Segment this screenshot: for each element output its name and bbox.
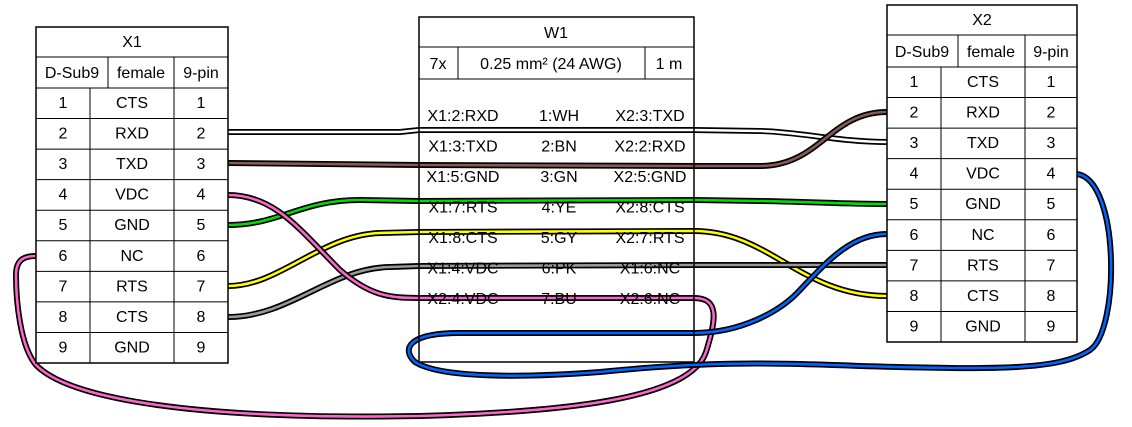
wire-left-label: X2:4:VDC — [427, 291, 498, 308]
x2-pin-label: GND — [965, 318, 1001, 335]
x2-pin-label: VDC — [966, 166, 1000, 183]
x1-pin-number: 8 — [197, 309, 206, 326]
x1-pin-label: GND — [114, 339, 150, 356]
x1-pin-number: 1 — [197, 95, 206, 112]
x2-pin-number: 5 — [910, 196, 919, 213]
x2-pin-number: 9 — [910, 318, 919, 335]
wire-right-label: X2:5:GND — [614, 169, 687, 186]
x2-pin-number: 7 — [910, 257, 919, 274]
x2-pin-number: 6 — [910, 227, 919, 244]
w1-gauge: 0.25 mm² (24 AWG) — [480, 56, 622, 73]
wire-right-label: X2:6:NC — [620, 291, 680, 308]
x2-pin-number: 9 — [1047, 318, 1056, 335]
x2-pin-number: 5 — [1047, 196, 1056, 213]
x1-pin-number: 3 — [59, 156, 68, 173]
x2-gender: female — [967, 44, 1015, 61]
x1-pin-number: 1 — [59, 95, 68, 112]
x2-pin-label: RXD — [966, 105, 1000, 122]
x2-pin-number: 1 — [910, 74, 919, 91]
x1-pin-label: GND — [114, 217, 150, 234]
x2-pin-number: 6 — [1047, 227, 1056, 244]
x1-type: D-Sub9 — [45, 65, 99, 82]
wire-left-label: X1:4:VDC — [427, 261, 498, 278]
wire-color-label: 3:GN — [540, 169, 577, 186]
wire-right-label: X2:7:RTS — [615, 230, 684, 247]
x2-pincount: 9-pin — [1033, 44, 1069, 61]
x1-pin-number: 7 — [59, 278, 68, 295]
x2-pin-number: 2 — [910, 105, 919, 122]
x2-pin-number: 1 — [1047, 74, 1056, 91]
x1-pin-number: 4 — [59, 187, 68, 204]
x1-pincount: 9-pin — [183, 65, 219, 82]
wire-color-label: 2:BN — [541, 139, 577, 156]
x1-pin-label: CTS — [116, 95, 148, 112]
x2-pin-number: 4 — [910, 166, 919, 183]
wire-gy — [227, 263, 887, 319]
x1-pin-number: 8 — [59, 309, 68, 326]
wire-pk — [14, 193, 715, 418]
x1-pin-label: RTS — [116, 278, 148, 295]
x1-pin-label: VDC — [115, 187, 149, 204]
x2-pin-number: 4 — [1047, 166, 1056, 183]
x1-pin-number: 4 — [197, 187, 206, 204]
w1-title: W1 — [544, 25, 568, 42]
x2-pin-number: 3 — [1047, 135, 1056, 152]
wire-color-label: 6:PK — [542, 261, 577, 278]
x1-pin-number: 9 — [197, 339, 206, 356]
x2-pin-label: NC — [971, 227, 994, 244]
w1-length: 1 m — [656, 56, 683, 73]
x1-pin-label: CTS — [116, 309, 148, 326]
x2-pin-number: 3 — [910, 135, 919, 152]
x2-pin-number: 2 — [1047, 105, 1056, 122]
x2-pin-label: CTS — [967, 288, 999, 305]
x2-title: X2 — [972, 12, 992, 29]
x1-pin-number: 3 — [197, 156, 206, 173]
x1-pin-number: 2 — [59, 126, 68, 143]
x2-pin-number: 8 — [910, 288, 919, 305]
wire-right-label: X2:8:CTS — [615, 200, 684, 217]
x1-pin-number: 6 — [59, 248, 68, 265]
x1-title: X1 — [122, 34, 142, 51]
x2-type: D-Sub9 — [895, 44, 949, 61]
x2-pin-label: CTS — [967, 74, 999, 91]
wire-color-label: 5:GY — [541, 230, 578, 247]
x1-pin-number: 7 — [197, 278, 206, 295]
x1-pin-label: NC — [120, 248, 143, 265]
wire-bu — [407, 172, 1113, 377]
wire-right-label: X1:6:NC — [620, 261, 680, 278]
x1-pin-number: 5 — [197, 217, 206, 234]
x1-pin-label: TXD — [116, 156, 148, 173]
x2-pin-label: RTS — [967, 257, 999, 274]
wire-left-label: X1:5:GND — [427, 169, 500, 186]
wire-color-label: 1:WH — [539, 108, 579, 125]
wire-color-label: 4:YE — [542, 200, 577, 217]
wire-left-label: X1:7:RTS — [428, 200, 497, 217]
w1-count: 7x — [430, 56, 447, 73]
x1-gender: female — [117, 65, 165, 82]
wire-color-label: 7:BU — [541, 291, 577, 308]
x1-pin-label: RXD — [115, 126, 149, 143]
x2-pin-label: GND — [965, 196, 1001, 213]
wire-bn — [227, 110, 888, 168]
x1-pin-number: 2 — [197, 126, 206, 143]
x1-pin-number: 9 — [59, 339, 68, 356]
wire-right-label: X2:2:RXD — [614, 139, 685, 156]
x1-pin-number: 5 — [59, 217, 68, 234]
wire-left-label: X1:2:RXD — [427, 108, 498, 125]
wire-left-label: X1:8:CTS — [428, 230, 497, 247]
x2-pin-number: 8 — [1047, 288, 1056, 305]
x2-pin-number: 7 — [1047, 257, 1056, 274]
wire-right-label: X2:3:TXD — [615, 108, 684, 125]
x1-pin-number: 6 — [197, 248, 206, 265]
x2-pin-label: TXD — [967, 135, 999, 152]
wire-left-label: X1:3:TXD — [428, 139, 497, 156]
cable-w1: W1 7x 0.25 mm² (24 AWG) 1 m X1:2:RXD 1:WH… — [418, 16, 695, 363]
